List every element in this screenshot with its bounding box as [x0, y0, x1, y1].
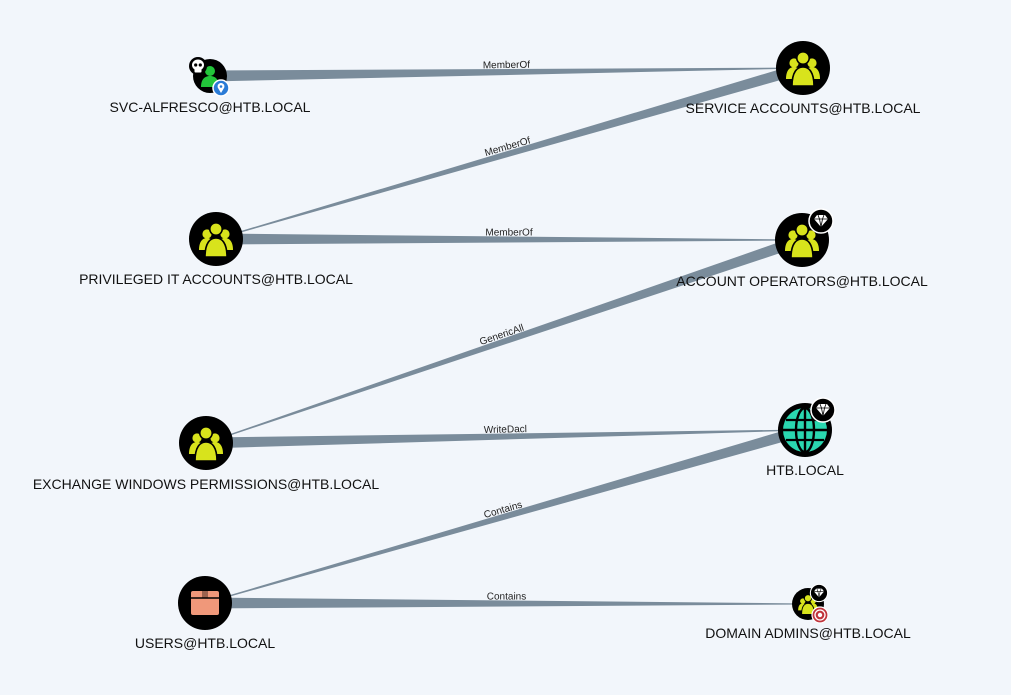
node-label-service-accounts: SERVICE ACCOUNTS@HTB.LOCAL: [686, 100, 921, 116]
edges-layer: [204, 62, 809, 609]
node-label-svc-alfresco: SVC-ALFRESCO@HTB.LOCAL: [110, 99, 311, 115]
edge-label: MemberOf: [483, 60, 531, 72]
node-privileged-it-accounts[interactable]: [189, 212, 243, 266]
node-label-account-operators: ACCOUNT OPERATORS@HTB.LOCAL: [676, 273, 928, 289]
node-exchange-windows-permissions[interactable]: [179, 416, 233, 470]
edge-svc_alfresco-service_accounts[interactable]: [209, 67, 804, 82]
node-label-exchange-windows-permissions: EXCHANGE WINDOWS PERMISSIONS@HTB.LOCAL: [33, 476, 380, 492]
edge-label: MemberOf: [485, 227, 532, 238]
edge-label: Contains: [487, 591, 526, 602]
edge-label: WriteDacl: [484, 424, 527, 436]
skull-icon: [189, 57, 207, 75]
node-label-privileged-it-accounts: PRIVILEGED IT ACCOUNTS@HTB.LOCAL: [79, 271, 353, 287]
node-svc-alfresco[interactable]: [189, 57, 230, 97]
node-users[interactable]: [178, 576, 232, 630]
edge-users-domain_admins[interactable]: [204, 597, 809, 609]
node-label-domain-admins: DOMAIN ADMINS@HTB.LOCAL: [705, 625, 911, 641]
edge-users-htb_local[interactable]: [204, 424, 807, 604]
box-icon: [191, 591, 219, 615]
edge-exchange_windows-htb_local[interactable]: [205, 429, 806, 449]
diamond-icon: [809, 583, 829, 603]
node-account-operators[interactable]: [775, 208, 834, 267]
edge-privileged_it-account_operators[interactable]: [215, 233, 803, 245]
diamond-icon: [810, 397, 836, 423]
edge-exchange_windows-account_operators[interactable]: [205, 234, 804, 444]
node-service-accounts[interactable]: [776, 41, 830, 95]
node-htb-local[interactable]: [778, 397, 836, 457]
node-domain-admins[interactable]: [792, 583, 829, 624]
pin-icon: [212, 79, 230, 97]
edge-privileged_it-service_accounts[interactable]: [215, 62, 805, 240]
target-icon: [811, 606, 829, 624]
node-label-htb-local: HTB.LOCAL: [766, 462, 844, 478]
node-label-users: USERS@HTB.LOCAL: [135, 635, 275, 651]
diamond-icon: [808, 208, 834, 234]
